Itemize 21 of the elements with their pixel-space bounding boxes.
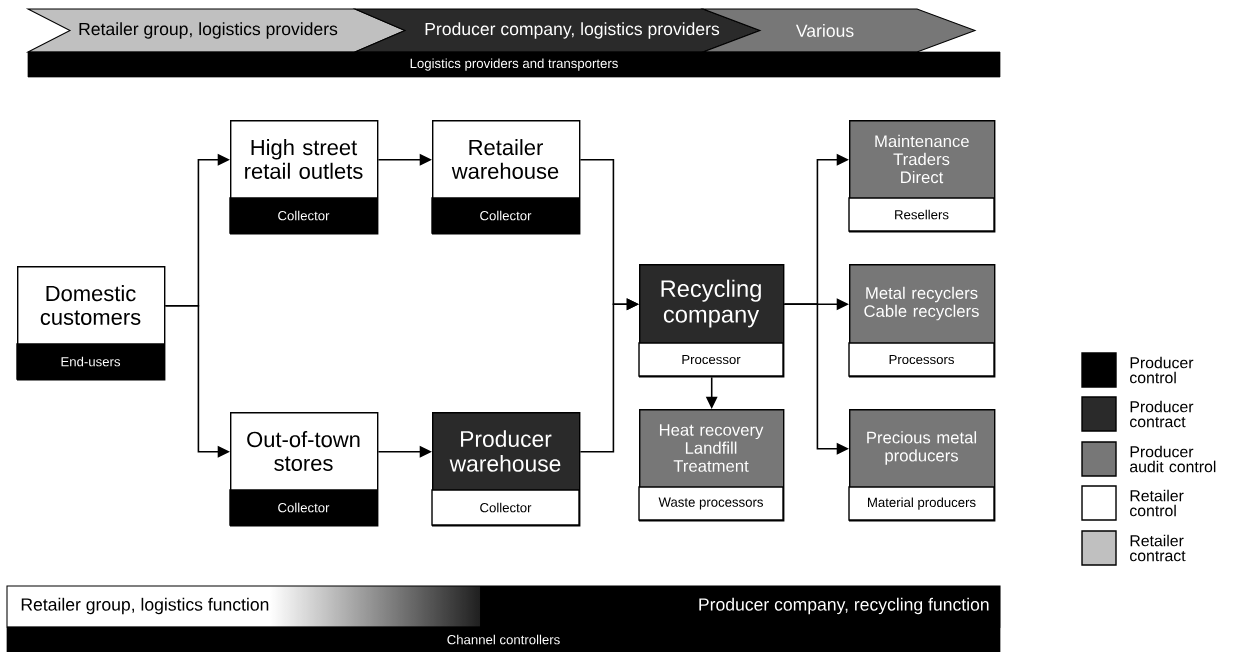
role-label: Resellers	[848, 197, 995, 232]
role-label: Collector	[431, 197, 580, 234]
role-label: End-users	[16, 343, 165, 380]
legend-label: Producer contract	[1130, 400, 1194, 428]
banner-segment: Producer company, logistics providers	[352, 8, 762, 53]
role-label: Waste processors	[638, 486, 784, 521]
bar: Logistics providers and transporters	[27, 51, 1001, 78]
role-label: Material producers	[848, 486, 995, 521]
band-label: Producer company, recycling function	[699, 597, 989, 615]
role-label: Collector	[431, 489, 580, 526]
legend-label: Retailer contract	[1130, 534, 1186, 562]
role-label: Collector	[229, 197, 378, 234]
role-label: Processor	[638, 342, 784, 377]
bar: Channel controllers	[6, 626, 1001, 652]
node-label: Channel controllers	[447, 634, 560, 645]
role-label: Collector	[229, 489, 378, 526]
role-label: Processors	[848, 342, 995, 377]
legend-label: Producer control	[1130, 356, 1194, 384]
legend-label: Retailer control	[1130, 489, 1184, 517]
legend-label: Producer audit control	[1130, 445, 1216, 473]
band-label: Retailer group, logistics function	[21, 597, 269, 615]
